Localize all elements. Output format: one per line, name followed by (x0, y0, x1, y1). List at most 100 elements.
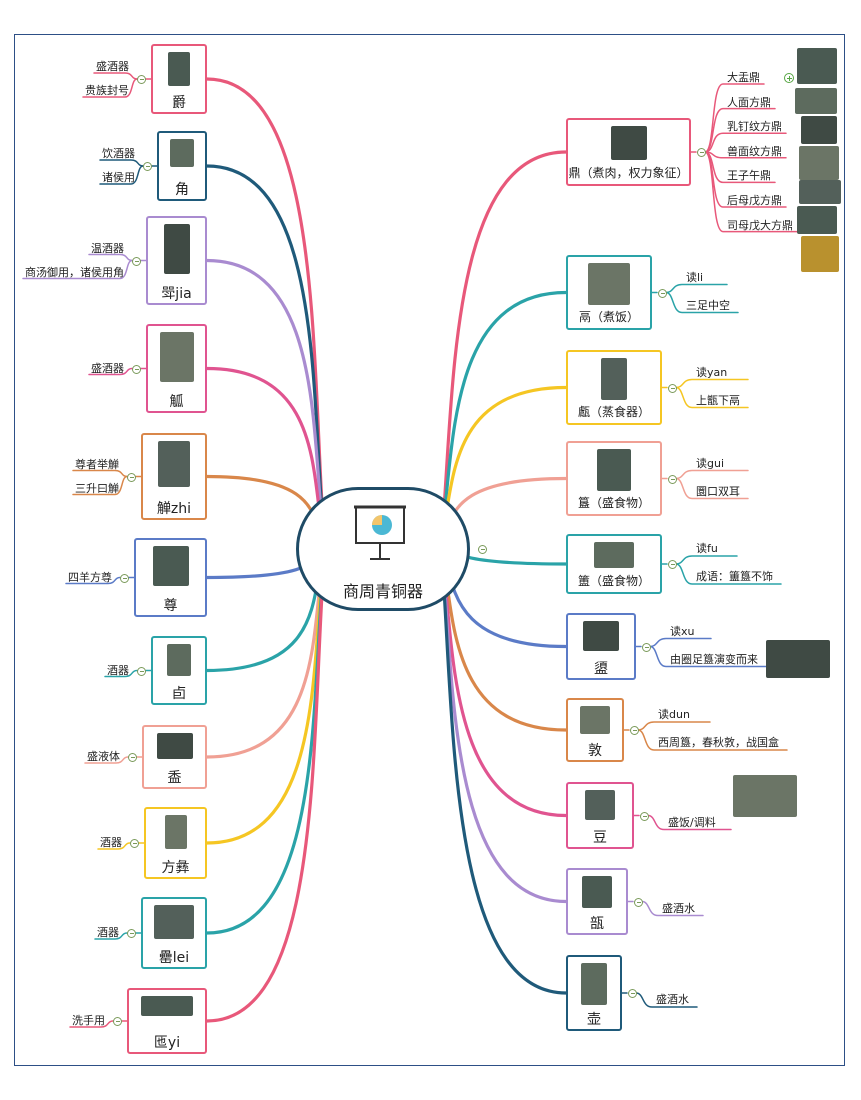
right-topic-9[interactable]: 壶 (566, 955, 622, 1031)
collapse-toggle[interactable] (628, 989, 637, 998)
collapse-toggle[interactable] (697, 148, 706, 157)
leaf-connector (675, 477, 749, 500)
collapse-toggle[interactable] (137, 75, 146, 84)
right-topic-label: 豆 (593, 830, 607, 846)
leaf-text: 盛酒器 (91, 361, 124, 375)
artifact-photo (585, 790, 615, 820)
leaf-connector (649, 645, 767, 668)
artifact-photo (597, 449, 631, 491)
left-topic-1[interactable]: 角 (157, 131, 207, 201)
artifact-photo (801, 116, 837, 144)
expand-icon[interactable] (784, 73, 794, 83)
left-topic-label: 卣 (172, 686, 186, 702)
right-topic-label: 鼎（煮肉，权力象征） (568, 166, 689, 180)
artifact-photo (168, 52, 190, 86)
leaf-connector (675, 563, 782, 585)
leaf-connector (22, 259, 133, 280)
leaf-text: 西周簋，春秋敦，战国盒 (658, 736, 779, 749)
leaf-text: 洗手用 (72, 1014, 105, 1027)
right-topic-5[interactable]: 盨 (566, 613, 636, 680)
leaf-text: 读dun (658, 708, 690, 721)
left-topic-label: 盉 (167, 770, 182, 786)
right-topic-6[interactable]: 敦 (566, 698, 624, 762)
collapse-toggle[interactable] (132, 256, 141, 266)
leaf-connector (88, 367, 133, 376)
collapse-toggle[interactable] (137, 666, 146, 676)
right-topic-label: 壶 (587, 1012, 601, 1028)
left-topic-0[interactable]: 爵 (151, 44, 207, 114)
collapse-toggle[interactable] (130, 839, 139, 848)
collapse-toggle[interactable] (478, 545, 487, 554)
artifact-photo (580, 706, 610, 734)
left-topic-6[interactable]: 卣 (151, 636, 207, 705)
left-topic-2[interactable]: 斝jia (146, 216, 207, 305)
left-topic-label: 爵 (172, 95, 186, 111)
right-topic-label: 簋（盛食物） (577, 496, 650, 510)
leaf-connector (665, 283, 728, 294)
left-topic-7[interactable]: 盉 (142, 725, 207, 789)
collapse-toggle[interactable] (658, 288, 667, 298)
collapse-toggle[interactable] (127, 472, 136, 482)
leaf-connector (104, 669, 138, 678)
leaf-connector (704, 151, 798, 233)
leaf-text: 成语：簠簋不饰 (696, 570, 773, 583)
left-topic-3[interactable]: 觚 (146, 324, 207, 413)
collapse-toggle[interactable] (132, 364, 141, 374)
left-topic-label: 觯zhi (156, 501, 192, 517)
artifact-photo (152, 546, 189, 586)
leaf-text: 读gui (696, 456, 725, 470)
artifact-photo (799, 180, 841, 204)
leaf-connector (99, 165, 144, 185)
leaf-text: 乳钉纹方鼎 (727, 120, 782, 134)
right-topic-label: 簠（盛食物） (577, 574, 650, 588)
collapse-toggle[interactable] (120, 573, 129, 583)
left-topic-label: 尊 (163, 598, 178, 614)
right-topic-3[interactable]: 簋（盛食物） (566, 441, 662, 516)
collapse-toggle[interactable] (640, 811, 649, 821)
right-topic-2[interactable]: 甗（蒸食器） (566, 350, 662, 425)
branch-connector (205, 258, 324, 524)
leaf-connector (69, 1020, 114, 1028)
central-topic[interactable]: 商周青铜器 (296, 487, 470, 611)
right-topic-1[interactable]: 鬲（煮饭） (566, 255, 652, 330)
leaf-text: 上甑下鬲 (696, 393, 740, 407)
left-topic-9[interactable]: 罍lei (141, 897, 207, 969)
collapse-toggle[interactable] (128, 753, 137, 762)
collapse-toggle[interactable] (634, 897, 643, 907)
collapse-toggle[interactable] (143, 162, 152, 171)
right-topic-4[interactable]: 簠（盛食物） (566, 534, 662, 594)
branch-connector (205, 164, 324, 515)
left-topic-4[interactable]: 觯zhi (141, 433, 207, 520)
leaf-text: 兽面纹方鼎 (727, 144, 782, 158)
artifact-photo (733, 775, 797, 817)
right-topic-0[interactable]: 鼎（煮肉，权力象征） (566, 118, 691, 186)
artifact-photo (588, 263, 630, 305)
leaf-connector (665, 291, 739, 314)
artifact-photo (158, 441, 190, 487)
right-topic-7[interactable]: 豆 (566, 782, 634, 849)
leaf-text: 人面方鼎 (727, 95, 771, 109)
leaf-connector (637, 721, 711, 731)
leaf-connector (97, 842, 131, 850)
collapse-toggle[interactable] (668, 474, 677, 484)
artifact-photo (141, 996, 193, 1016)
collapse-toggle[interactable] (127, 929, 136, 938)
left-topic-5[interactable]: 尊 (134, 538, 207, 617)
branch-connector (442, 587, 568, 995)
leaf-connector (635, 992, 698, 1008)
right-topic-8[interactable]: 瓿 (566, 868, 628, 935)
branch-connector (205, 77, 324, 506)
left-topic-8[interactable]: 方彝 (144, 807, 207, 879)
leaf-text: 后母戊方鼎 (727, 194, 782, 207)
leaf-text: 酒器 (107, 663, 129, 677)
artifact-photo (799, 146, 839, 180)
collapse-toggle[interactable] (113, 1017, 122, 1026)
collapse-toggle[interactable] (630, 726, 639, 735)
left-topic-10[interactable]: 匜yi (127, 988, 207, 1054)
collapse-toggle[interactable] (668, 560, 677, 569)
leaf-text: 读fu (696, 542, 718, 555)
collapse-toggle[interactable] (642, 642, 651, 652)
collapse-toggle[interactable] (668, 383, 677, 393)
leaf-text: 读xu (670, 624, 695, 638)
leaf-text: 司母戊大方鼎 (727, 218, 793, 232)
